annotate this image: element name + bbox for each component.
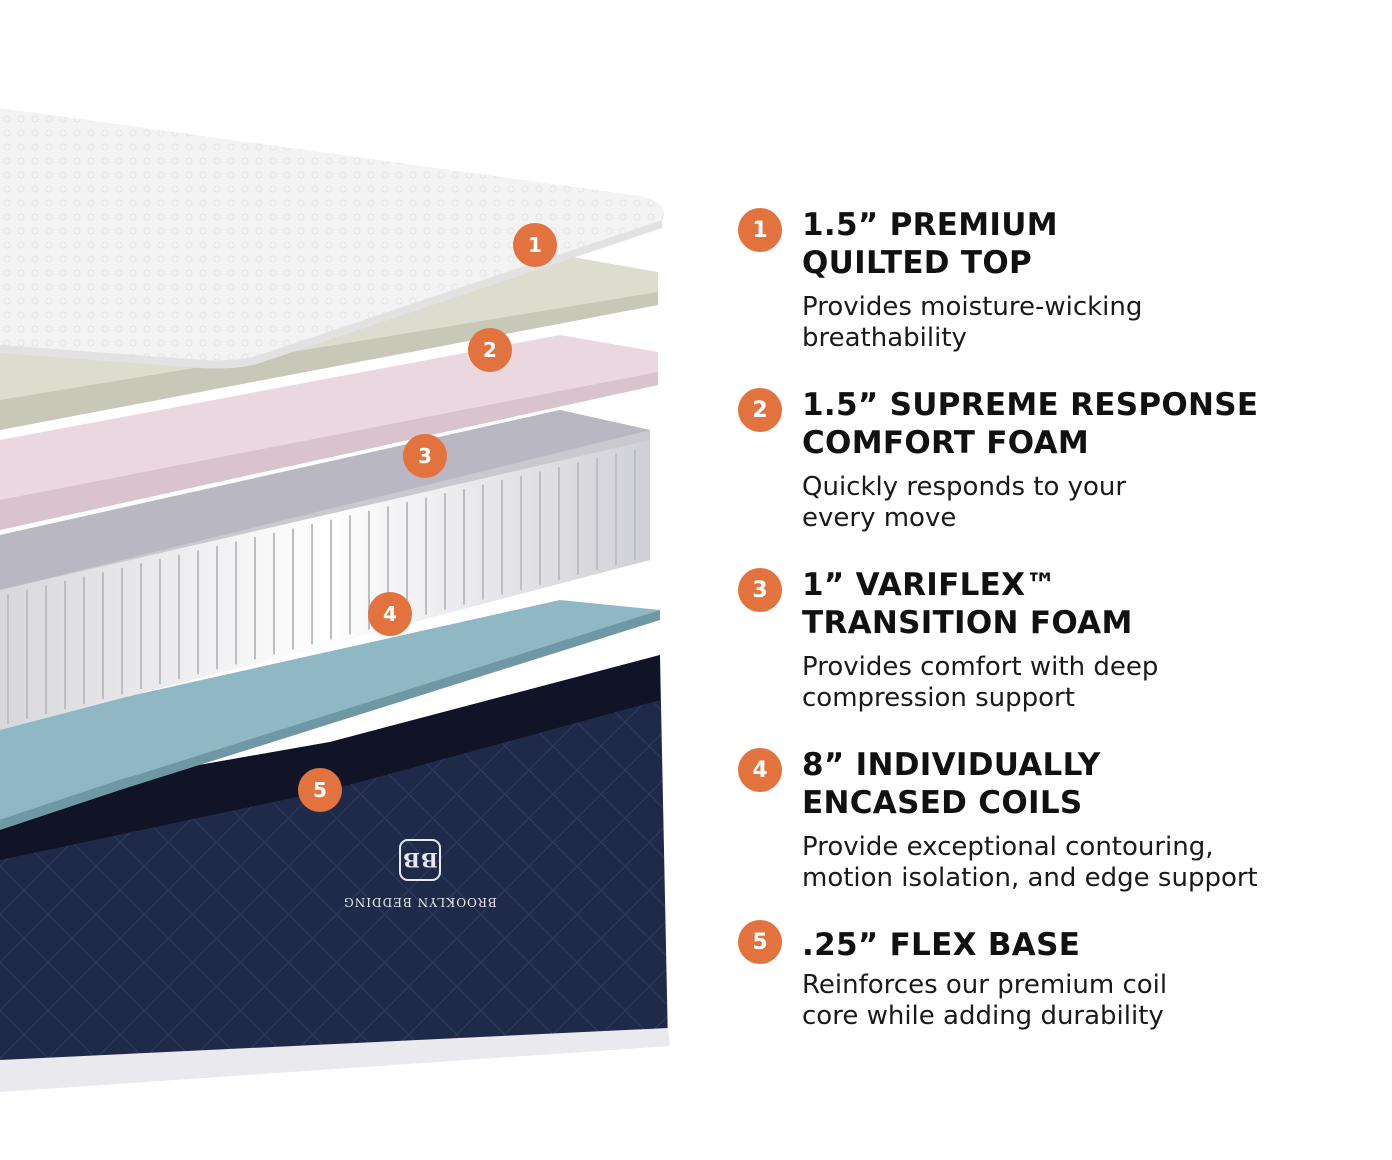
layer-title-line: COMFORT FOAM: [802, 425, 1090, 461]
layer-title-line: 1.5” PREMIUM: [802, 207, 1058, 243]
layer-description-line: breathability: [802, 323, 967, 353]
layer-title: 1.5” PREMIUM QUILTED TOP: [802, 206, 1058, 282]
svg-text:4: 4: [383, 602, 397, 626]
svg-text:5: 5: [313, 778, 327, 802]
layer-5-flex-base: [0, 600, 660, 830]
svg-text:2: 2: [483, 338, 497, 362]
layer-description-line: Provides comfort with deep: [802, 652, 1159, 682]
brand-logo: BB BROOKLYN BEDDING: [343, 839, 497, 909]
layer-title-line: .25” FLEX BASE: [802, 927, 1081, 963]
marker-1: 1: [513, 223, 557, 267]
layer-description: Provides comfort with deep compression s…: [802, 652, 1158, 714]
number-badge: 3: [738, 568, 782, 612]
base-box: [0, 655, 670, 1092]
svg-text:BB: BB: [402, 848, 438, 872]
layer-title-line: QUILTED TOP: [802, 245, 1033, 281]
layer-title: 8” INDIVIDUALLY ENCASED COILS: [802, 746, 1101, 822]
layer-description-line: Quickly responds to your: [802, 472, 1127, 502]
layer-description-line: every move: [802, 503, 957, 533]
svg-text:3: 3: [418, 444, 432, 468]
layer-description: Provide exceptional contouring, motion i…: [802, 832, 1258, 894]
svg-text:BROOKLYN BEDDING: BROOKLYN BEDDING: [343, 895, 497, 909]
layer-description-line: Provides moisture-wicking: [802, 292, 1143, 322]
mattress-layers-illustration: BB BROOKLYN BEDDING 1 2 3 4 5: [0, 108, 670, 1092]
number-badge: 1: [738, 208, 782, 252]
layer-description-line: Provide exceptional contouring,: [802, 832, 1214, 862]
marker-5: 5: [298, 768, 342, 812]
marker-2: 2: [468, 328, 512, 372]
layer-title: 1” VARIFLEX™ TRANSITION FOAM: [802, 566, 1133, 642]
layer-description-line: motion isolation, and edge support: [802, 863, 1258, 893]
number-badge: 4: [738, 748, 782, 792]
layer-title: .25” FLEX BASE: [802, 926, 1080, 964]
number-badge: 2: [738, 388, 782, 432]
layer-description: Reinforces our premium coil core while a…: [802, 970, 1167, 1032]
layer-title: 1.5” SUPREME RESPONSE COMFORT FOAM: [802, 386, 1258, 462]
marker-3: 3: [403, 434, 447, 478]
layer-3-transition-foam: [0, 335, 658, 530]
layer-2-comfort-foam: [0, 255, 658, 430]
svg-text:1: 1: [528, 233, 542, 257]
layer-1-quilted-top: [0, 108, 665, 369]
layer-description: Provides moisture-wicking breathability: [802, 292, 1142, 354]
number-badge: 5: [738, 920, 782, 964]
layer-title-line: 8” INDIVIDUALLY: [802, 747, 1101, 783]
layer-title-line: 1” VARIFLEX™: [802, 567, 1057, 603]
layer-description: Quickly responds to your every move: [802, 472, 1126, 534]
layer-title-line: ENCASED COILS: [802, 785, 1083, 821]
layer-description-line: compression support: [802, 683, 1075, 713]
marker-4: 4: [368, 592, 412, 636]
layer-description-line: Reinforces our premium coil: [802, 970, 1168, 1000]
layer-title-line: 1.5” SUPREME RESPONSE: [802, 387, 1259, 423]
layer-title-line: TRANSITION FOAM: [802, 605, 1133, 641]
layer-4-coils: [0, 410, 650, 730]
layer-description-line: core while adding durability: [802, 1001, 1164, 1031]
